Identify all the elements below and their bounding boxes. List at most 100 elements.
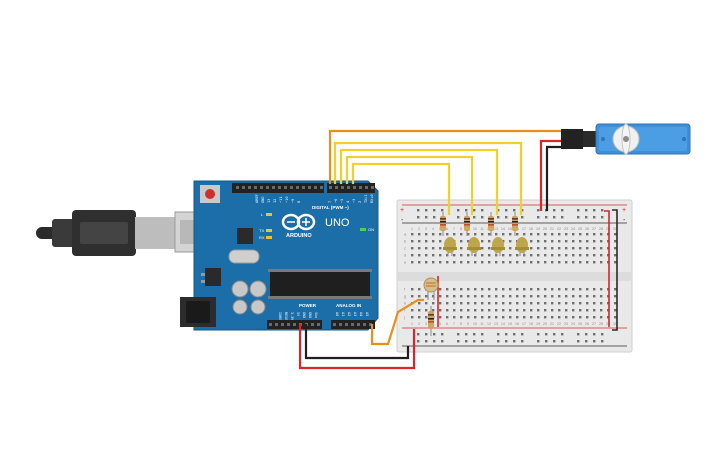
breadboard-hole[interactable] (502, 295, 505, 298)
breadboard-hole[interactable] (418, 295, 421, 298)
breadboard-hole[interactable] (473, 216, 476, 219)
breadboard-hole[interactable] (474, 316, 477, 319)
breadboard-hole[interactable] (579, 309, 582, 312)
rail-jumper-wire-2[interactable] (604, 210, 610, 327)
breadboard-hole[interactable] (411, 295, 414, 298)
breadboard-hole[interactable] (460, 233, 463, 236)
breadboard-hole[interactable] (453, 302, 456, 305)
breadboard-hole[interactable] (439, 233, 442, 236)
breadboard-hole[interactable] (509, 316, 512, 319)
breadboard-hole[interactable] (439, 240, 442, 243)
breadboard-hole[interactable] (614, 240, 617, 243)
breadboard-hole[interactable] (544, 261, 547, 264)
breadboard-hole[interactable] (467, 240, 470, 243)
breadboard[interactable]: + - + - 11223344556677889910101111121213… (396, 199, 633, 353)
breadboard-hole[interactable] (565, 288, 568, 291)
breadboard-hole[interactable] (418, 254, 421, 257)
breadboard-hole[interactable] (537, 316, 540, 319)
breadboard-hole[interactable] (460, 295, 463, 298)
breadboard-hole[interactable] (558, 288, 561, 291)
breadboard-hole[interactable] (530, 233, 533, 236)
breadboard-hole[interactable] (453, 316, 456, 319)
resistor[interactable] (488, 212, 494, 236)
breadboard-hole[interactable] (579, 247, 582, 250)
servo-signal-wire[interactable] (328, 129, 573, 184)
breadboard-hole[interactable] (481, 240, 484, 243)
breadboard-hole[interactable] (481, 233, 484, 236)
led[interactable] (491, 237, 505, 256)
breadboard-hole[interactable] (505, 333, 508, 336)
breadboard-hole[interactable] (425, 247, 428, 250)
servo-motor[interactable] (561, 123, 691, 155)
breadboard-hole[interactable] (425, 333, 428, 336)
header-pin[interactable] (269, 323, 272, 326)
breadboard-hole[interactable] (502, 233, 505, 236)
breadboard-hole[interactable] (453, 261, 456, 264)
breadboard-hole[interactable] (446, 316, 449, 319)
breadboard-hole[interactable] (593, 216, 596, 219)
breadboard-hole[interactable] (577, 340, 580, 343)
header-pin[interactable] (272, 186, 275, 189)
analog-a5-wire[interactable] (370, 298, 424, 346)
breadboard-hole[interactable] (572, 233, 575, 236)
breadboard-hole[interactable] (467, 302, 470, 305)
breadboard-hole[interactable] (488, 261, 491, 264)
breadboard-hole[interactable] (474, 233, 477, 236)
breadboard-hole[interactable] (558, 309, 561, 312)
breadboard-hole[interactable] (481, 309, 484, 312)
breadboard-hole[interactable] (600, 233, 603, 236)
breadboard-hole[interactable] (551, 254, 554, 257)
breadboard-hole[interactable] (561, 216, 564, 219)
breadboard-hole[interactable] (446, 288, 449, 291)
breadboard-hole[interactable] (553, 209, 556, 212)
breadboard-hole[interactable] (460, 254, 463, 257)
led-wire-1[interactable] (333, 141, 523, 215)
breadboard-hole[interactable] (544, 233, 547, 236)
breadboard-hole[interactable] (558, 247, 561, 250)
breadboard-hole[interactable] (516, 288, 519, 291)
5v-wire[interactable] (298, 324, 416, 370)
breadboard-hole[interactable] (558, 295, 561, 298)
breadboard-hole[interactable] (544, 316, 547, 319)
breadboard-hole[interactable] (441, 333, 444, 336)
breadboard-hole[interactable] (488, 316, 491, 319)
breadboard-hole[interactable] (411, 254, 414, 257)
breadboard-hole[interactable] (453, 295, 456, 298)
breadboard-hole[interactable] (432, 254, 435, 257)
breadboard-hole[interactable] (530, 247, 533, 250)
breadboard-hole[interactable] (601, 209, 604, 212)
breadboard-hole[interactable] (495, 302, 498, 305)
header-pin[interactable] (363, 323, 366, 326)
breadboard-hole[interactable] (495, 233, 498, 236)
breadboard-hole[interactable] (586, 288, 589, 291)
breadboard-hole[interactable] (411, 309, 414, 312)
breadboard-hole[interactable] (481, 295, 484, 298)
breadboard-hole[interactable] (418, 288, 421, 291)
breadboard-hole[interactable] (513, 340, 516, 343)
header-pin[interactable] (369, 323, 372, 326)
usb-cable[interactable] (36, 210, 221, 256)
breadboard-hole[interactable] (460, 261, 463, 264)
breadboard-hole[interactable] (593, 247, 596, 250)
header-pin[interactable] (353, 186, 356, 189)
breadboard-hole[interactable] (614, 247, 617, 250)
breadboard-hole[interactable] (586, 240, 589, 243)
breadboard-hole[interactable] (473, 333, 476, 336)
breadboard-hole[interactable] (586, 295, 589, 298)
breadboard-hole[interactable] (488, 288, 491, 291)
breadboard-hole[interactable] (481, 254, 484, 257)
breadboard-hole[interactable] (446, 254, 449, 257)
led-wire-2[interactable] (339, 148, 499, 215)
breadboard-hole[interactable] (614, 309, 617, 312)
breadboard-hole[interactable] (521, 216, 524, 219)
breadboard-hole[interactable] (572, 316, 575, 319)
breadboard-hole[interactable] (513, 209, 516, 212)
breadboard-hole[interactable] (488, 254, 491, 257)
breadboard-hole[interactable] (537, 254, 540, 257)
breadboard-hole[interactable] (544, 309, 547, 312)
breadboard-hole[interactable] (417, 216, 420, 219)
breadboard-hole[interactable] (601, 333, 604, 336)
breadboard-hole[interactable] (433, 216, 436, 219)
breadboard-hole[interactable] (425, 233, 428, 236)
breadboard-hole[interactable] (572, 288, 575, 291)
